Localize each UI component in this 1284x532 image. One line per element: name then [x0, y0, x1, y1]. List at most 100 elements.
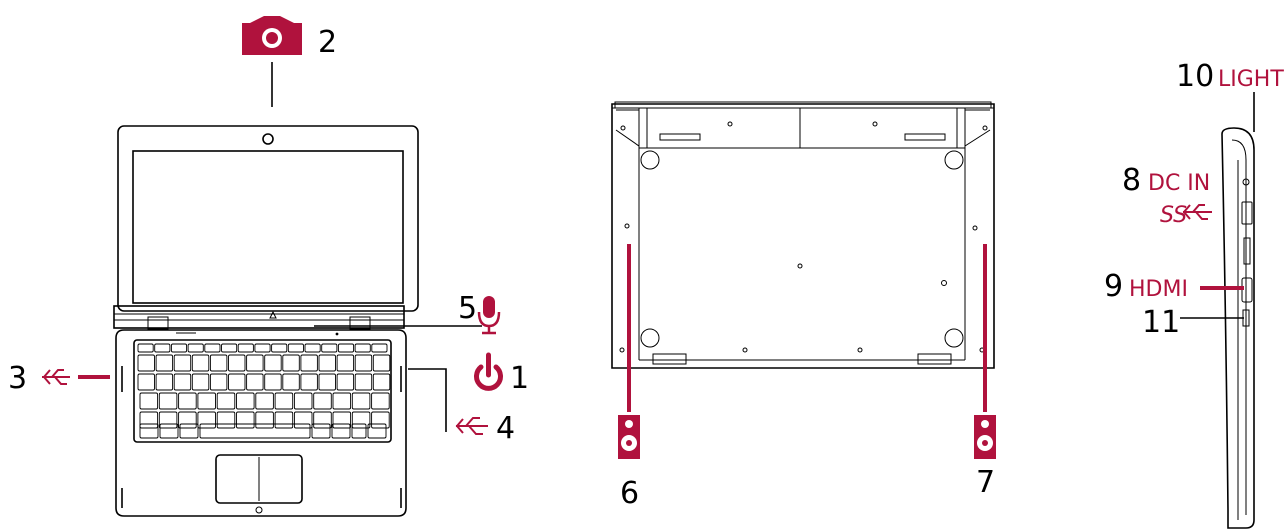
callout-number-2: 2 [318, 25, 337, 60]
keyboard-key [158, 411, 178, 429]
keyboard-key [354, 373, 373, 391]
keyboard-key [332, 411, 352, 429]
callout-usb-left: 3 [8, 361, 110, 396]
usb-icon [455, 417, 488, 435]
keyboard-key [191, 373, 210, 391]
callout-dc-in: 8 DC IN [1122, 163, 1210, 198]
keyboard-key [354, 343, 371, 353]
keyboard-key [204, 343, 221, 353]
keyboard-key [139, 423, 159, 439]
callout-label-ss: SS [1160, 203, 1187, 228]
keyboard-key [237, 343, 254, 353]
keyboard-key [236, 411, 255, 429]
keyboard-key [221, 343, 238, 353]
keyboard-key [318, 354, 336, 372]
keyboard-key [255, 411, 274, 429]
keyboard-key [264, 373, 282, 391]
keyboard-key [139, 392, 159, 410]
keyboard-key [255, 392, 274, 410]
callout-hdmi: 9 HDMI [1104, 269, 1244, 304]
keyboard-key [354, 354, 373, 372]
callout-number-9: 9 [1104, 269, 1123, 304]
keyboard-key [254, 343, 271, 353]
keyboard-key [158, 392, 178, 410]
callout-usb-right: 4 [408, 368, 515, 446]
hinge-area [113, 305, 405, 329]
keyboard-key [216, 411, 236, 429]
callout-light: 10 LIGHT [1176, 59, 1284, 132]
camera-icon [242, 16, 302, 55]
keyboard-key [304, 343, 321, 353]
keyboard-key [351, 423, 367, 439]
keyboard-key [313, 392, 332, 410]
keyboard-key [318, 373, 336, 391]
keyboard-keys [137, 343, 391, 439]
keyboard-key [246, 354, 264, 372]
keyboard-key [178, 392, 197, 410]
callout-number-5: 5 [458, 291, 477, 326]
usb-icon [42, 369, 70, 385]
laptop-screen [132, 150, 404, 304]
keyboard-key [282, 354, 300, 372]
keyboard-key [274, 392, 294, 410]
keyboard-key [371, 392, 390, 410]
keyboard-key [371, 411, 390, 429]
keyboard-key [367, 423, 387, 439]
laptop-front-view [113, 125, 419, 517]
keyboard-key [336, 354, 355, 372]
keyboard-key [159, 423, 179, 439]
keyboard-key [137, 354, 155, 372]
callout-number-6: 6 [620, 476, 639, 511]
keyboard-key [321, 343, 338, 353]
keyboard-key [228, 354, 246, 372]
keyboard-key [371, 343, 388, 353]
keyboard-key [209, 354, 228, 372]
laptop-side-view [1221, 127, 1255, 529]
callout-number-1: 1 [510, 361, 529, 396]
keyboard-key [313, 411, 332, 429]
callout-speaker-right: 7 [974, 244, 996, 500]
keyboard-key [137, 343, 154, 353]
keyboard-key [179, 423, 199, 439]
usb-icon [1182, 204, 1212, 220]
keyboard-key [178, 411, 197, 429]
keyboard-key [300, 354, 318, 372]
callout-power: 1 [474, 352, 529, 396]
keyboard-key [228, 373, 246, 391]
keyboard-key [351, 392, 371, 410]
touchpad [215, 454, 303, 504]
keyboard-key [271, 343, 288, 353]
callout-label-dc-in: DC IN [1148, 171, 1210, 196]
keyboard-key [331, 423, 351, 439]
callout-number-7: 7 [976, 465, 995, 500]
callout-number-11: 11 [1142, 305, 1180, 340]
keyboard-key [173, 373, 192, 391]
callout-speaker-left: 6 [618, 244, 640, 511]
microphone-icon [477, 296, 501, 335]
keyboard-key [293, 392, 313, 410]
keyboard-key [287, 343, 304, 353]
keyboard-key [197, 411, 216, 429]
keyboard-key [300, 373, 318, 391]
keyboard-key [155, 354, 174, 372]
keyboard-key [282, 373, 300, 391]
laptop-base [115, 329, 407, 517]
keyboard-key [332, 392, 352, 410]
keyboard-key [372, 354, 391, 372]
callout-usb-3: SS [1160, 203, 1212, 228]
keyboard-key [139, 411, 159, 429]
keyboard-key [209, 373, 228, 391]
callout-number-10: 10 [1176, 59, 1214, 94]
webcam-lens [262, 133, 274, 145]
callout-number-4: 4 [496, 411, 515, 446]
callout-number-8: 8 [1122, 163, 1141, 198]
callout-label-hdmi: HDMI [1129, 277, 1188, 302]
keyboard-key [264, 354, 282, 372]
keyboard-key [173, 354, 192, 372]
callout-camera: 2 [242, 16, 337, 107]
keyboard-key [246, 373, 264, 391]
keyboard-key [197, 392, 216, 410]
laptop-bottom-view [611, 101, 995, 369]
power-icon [474, 352, 503, 391]
callout-microphone: 5 [314, 291, 501, 335]
